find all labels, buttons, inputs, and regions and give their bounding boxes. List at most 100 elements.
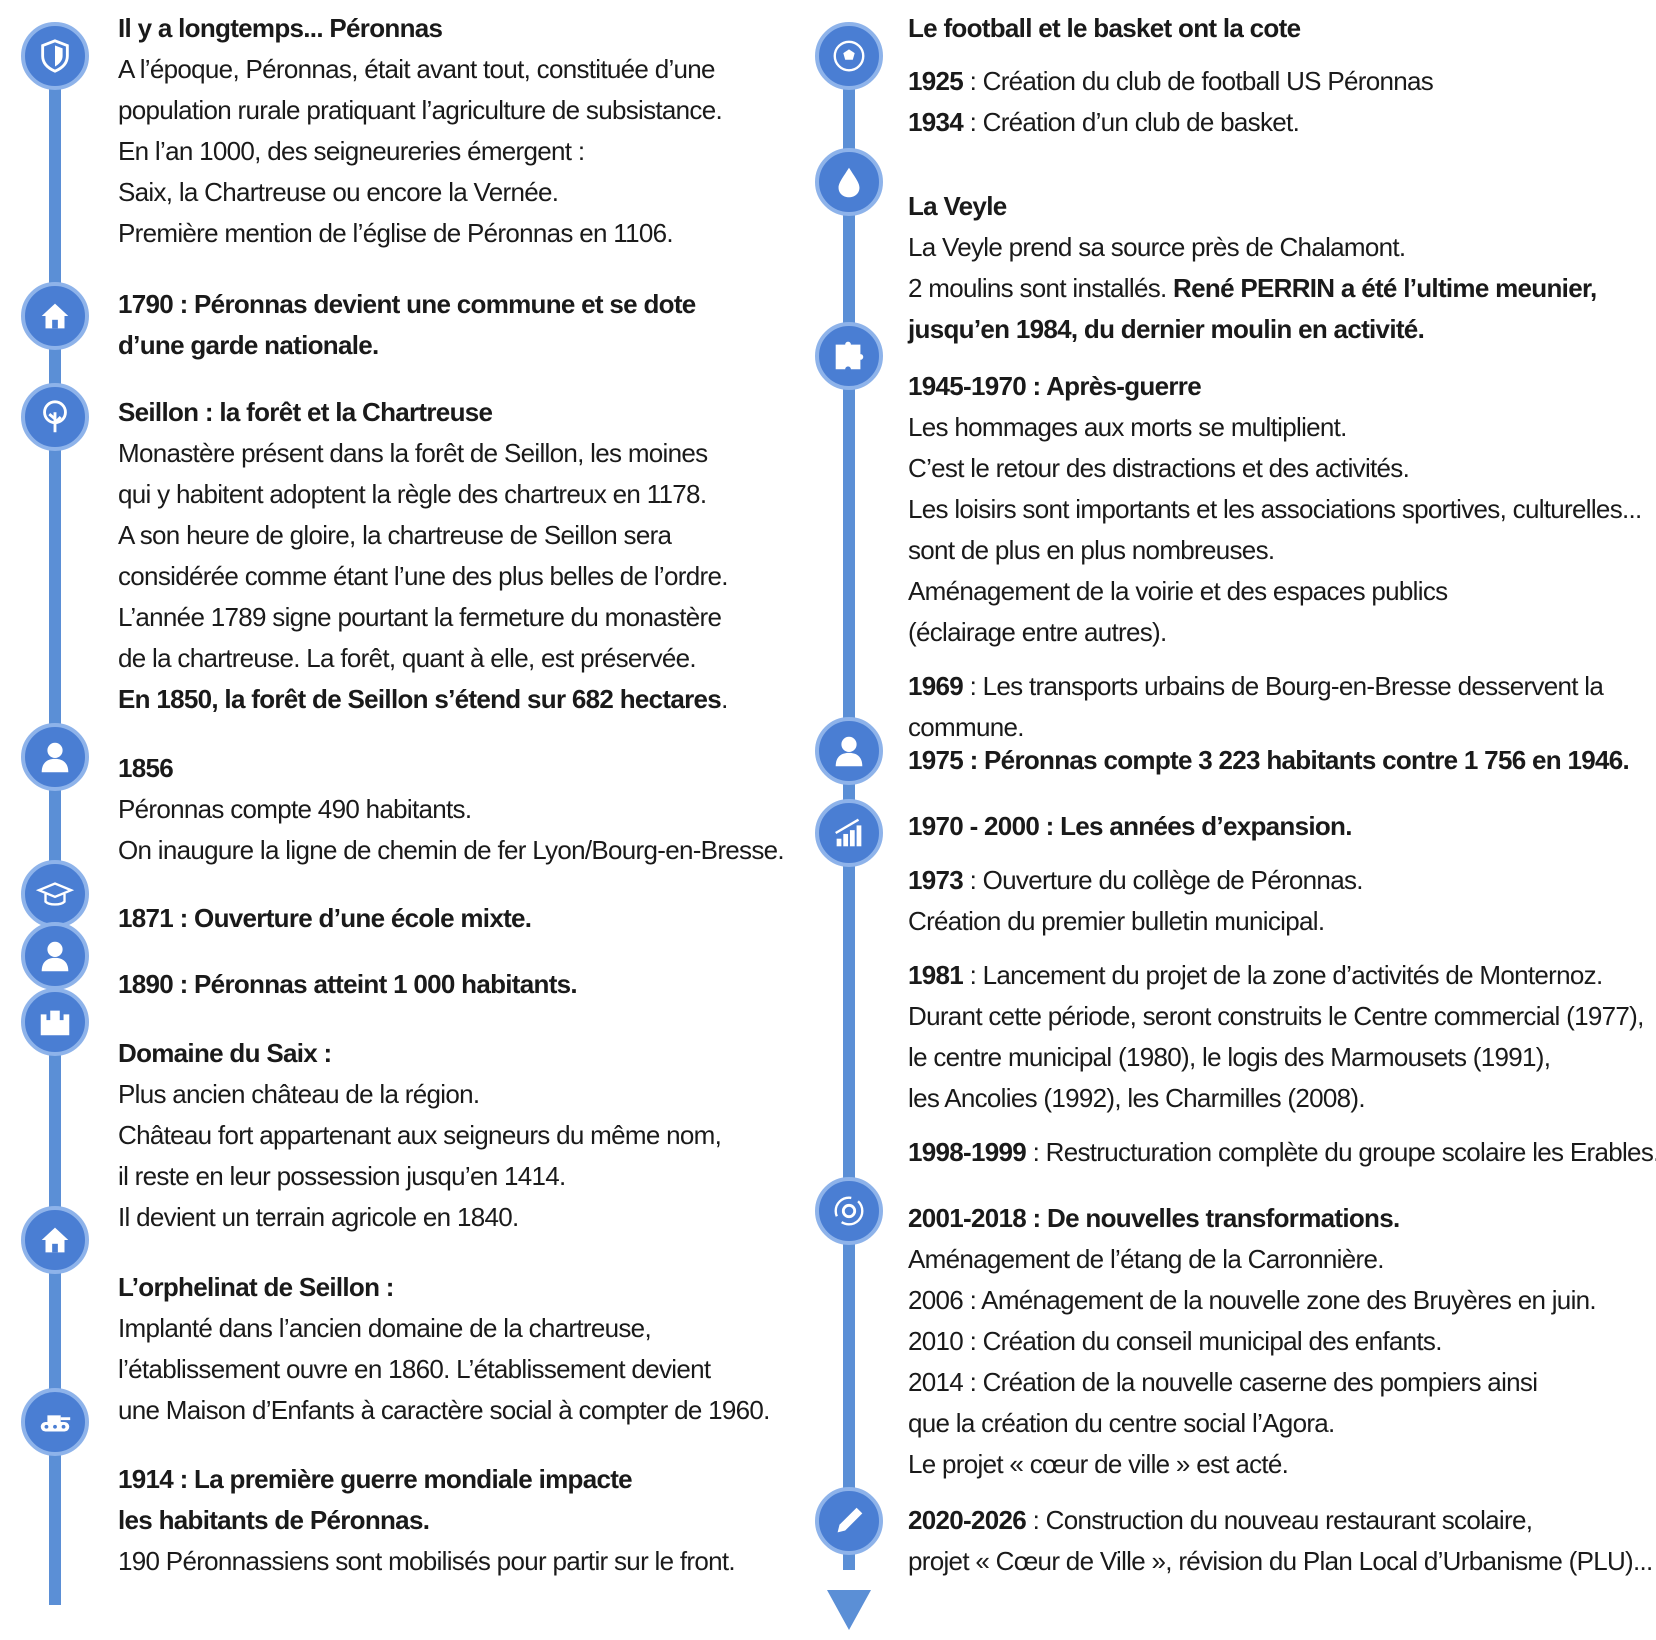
entry-text: La Veyle prend sa source près de Chalamo… xyxy=(908,232,1406,262)
entry-text-bold: En 1850, la forêt de Seillon s’étend sur… xyxy=(118,684,728,714)
entry-veyle: La Veyle La Veyle prend sa source près d… xyxy=(908,186,1597,350)
entry-text: que la création du centre social l’Agora… xyxy=(908,1408,1335,1438)
entry-title: d’une garde nationale. xyxy=(118,330,379,360)
castle-icon xyxy=(21,988,89,1056)
entry-text: Implanté dans l’ancien domaine de la cha… xyxy=(118,1313,652,1343)
entry-text: (éclairage entre autres). xyxy=(908,617,1167,647)
entry-seillon: Seillon : la forêt et la Chartreuse Mona… xyxy=(118,392,728,720)
entry-text: Première mention de l’église de Péronnas… xyxy=(118,218,674,248)
entry-text: Durant cette période, seront construits … xyxy=(908,1001,1644,1031)
entry-saix: Domaine du Saix : Plus ancien château de… xyxy=(118,1033,722,1238)
gear-cycle-icon xyxy=(815,1177,883,1245)
entry-1914: 1914 : La première guerre mondiale impac… xyxy=(118,1459,736,1582)
entry-title: 1970 - 2000 : Les années d’expansion. xyxy=(908,811,1352,841)
timeline-line-left xyxy=(49,40,61,1605)
water-drop-icon xyxy=(815,148,883,216)
entry-title: 1914 : La première guerre mondiale impac… xyxy=(118,1464,633,1494)
tank-icon xyxy=(21,1388,89,1456)
entry-text: il reste en leur possession jusqu’en 141… xyxy=(118,1161,566,1191)
entry-text: Création du premier bulletin municipal. xyxy=(908,906,1325,936)
entry-text: qui y habitent adoptent la règle des cha… xyxy=(118,479,707,509)
entry-orphelinat: L’orphelinat de Seillon : Implanté dans … xyxy=(118,1267,770,1431)
entry-title: 1890 : Péronnas atteint 1 000 habitants. xyxy=(118,969,578,999)
entry-text: Il devient un terrain agricole en 1840. xyxy=(118,1202,519,1232)
entry-text: Les hommages aux morts se multiplient. xyxy=(908,412,1347,442)
entry-title: Domaine du Saix : xyxy=(118,1038,332,1068)
entry-title: Il y a longtemps... Péronnas xyxy=(118,13,443,43)
entry-text: 1925 : Création du club de football US P… xyxy=(908,66,1434,96)
person-icon xyxy=(21,922,89,990)
entry-text: Aménagement de la voirie et des espaces … xyxy=(908,576,1448,606)
entry-apres-guerre: 1945-1970 : Après-guerre Les hommages au… xyxy=(908,366,1642,748)
entry-1871: 1871 : Ouverture d’une école mixte. xyxy=(118,898,532,939)
entry-text: l’établissement ouvre en 1860. L’établis… xyxy=(118,1354,711,1384)
entry-text: A l’époque, Péronnas, était avant tout, … xyxy=(118,54,716,84)
house-icon xyxy=(21,282,89,350)
entry-text: commune. xyxy=(908,712,1024,742)
growth-chart-icon xyxy=(815,799,883,867)
entry-text-bold: jusqu’en 1984, du dernier moulin en acti… xyxy=(908,314,1425,344)
entry-1890: 1890 : Péronnas atteint 1 000 habitants. xyxy=(118,964,578,1005)
entry-text: 1981 : Lancement du projet de la zone d’… xyxy=(908,960,1603,990)
entry-text: sont de plus en plus nombreuses. xyxy=(908,535,1275,565)
entry-longtemps: Il y a longtemps... Péronnas A l’époque,… xyxy=(118,8,723,254)
entry-text: 1973 : Ouverture du collège de Péronnas. xyxy=(908,865,1363,895)
entry-text: Saix, la Chartreuse ou encore la Vernée. xyxy=(118,177,559,207)
entry-title: 1856 xyxy=(118,753,174,783)
entry-text: 2006 : Aménagement de la nouvelle zone d… xyxy=(908,1285,1597,1315)
entry-title: Le football et le basket ont la cote xyxy=(908,13,1301,43)
entry-title: les habitants de Péronnas. xyxy=(118,1505,430,1535)
entry-title: 1975 : Péronnas compte 3 223 habitants c… xyxy=(908,745,1630,775)
shield-icon xyxy=(21,22,89,90)
entry-title: 1945-1970 : Après-guerre xyxy=(908,371,1202,401)
entry-text: 1934 : Création d’un club de basket. xyxy=(908,107,1300,137)
entry-title: 1790 : Péronnas devient une commune et s… xyxy=(118,289,696,319)
entry-text: 2014 : Création de la nouvelle caserne d… xyxy=(908,1367,1538,1397)
entry-text: 2010 : Création du conseil municipal des… xyxy=(908,1326,1442,1356)
entry-text: En l’an 1000, des seigneureries émergent… xyxy=(118,136,585,166)
entry-title: La Veyle xyxy=(908,191,1007,221)
person-icon xyxy=(21,723,89,791)
entry-text: Plus ancien château de la région. xyxy=(118,1079,480,1109)
entry-title: 2001-2018 : De nouvelles transformations… xyxy=(908,1203,1400,1233)
entry-text: 1969 : Les transports urbains de Bourg-e… xyxy=(908,671,1604,701)
entry-text: population rurale pratiquant l’agricultu… xyxy=(118,95,723,125)
football-icon xyxy=(815,22,883,90)
entry-text: On inaugure la ligne de chemin de fer Ly… xyxy=(118,835,785,865)
house-icon xyxy=(21,1206,89,1274)
entry-title: L’orphelinat de Seillon : xyxy=(118,1272,394,1302)
entry-expansion: 1970 - 2000 : Les années d’expansion. 19… xyxy=(908,806,1656,1173)
entry-text: 2 moulins sont installés. René PERRIN a … xyxy=(908,273,1597,303)
entry-text: C’est le retour des distractions et des … xyxy=(908,453,1410,483)
entry-text: L’année 1789 signe pourtant la fermeture… xyxy=(118,602,722,632)
entry-sport: Le football et le basket ont la cote 192… xyxy=(908,8,1434,143)
timeline-arrow-icon xyxy=(827,1590,871,1630)
graduation-cap-icon xyxy=(21,860,89,928)
entry-text: 2020-2026 : Construction du nouveau rest… xyxy=(908,1505,1533,1535)
entry-1975: 1975 : Péronnas compte 3 223 habitants c… xyxy=(908,740,1630,781)
person-icon xyxy=(815,717,883,785)
entry-text: de la chartreuse. La forêt, quant à elle… xyxy=(118,643,697,673)
entry-text: projet « Cœur de Ville », révision du Pl… xyxy=(908,1546,1653,1576)
entry-text: une Maison d’Enfants à caractère social … xyxy=(118,1395,770,1425)
entry-title: Seillon : la forêt et la Chartreuse xyxy=(118,397,493,427)
entry-text: considérée comme étant l’une des plus be… xyxy=(118,561,728,591)
entry-2020: 2020-2026 : Construction du nouveau rest… xyxy=(908,1500,1653,1582)
entry-text: 190 Péronnassiens sont mobilisés pour pa… xyxy=(118,1546,736,1576)
entry-text: Les loisirs sont importants et les assoc… xyxy=(908,494,1642,524)
entry-1856: 1856 Péronnas compte 490 habitants. On i… xyxy=(118,748,785,871)
entry-title: 1871 : Ouverture d’une école mixte. xyxy=(118,903,532,933)
entry-text: Le projet « cœur de ville » est acté. xyxy=(908,1449,1289,1479)
entry-1790: 1790 : Péronnas devient une commune et s… xyxy=(118,284,696,366)
entry-transformations: 2001-2018 : De nouvelles transformations… xyxy=(908,1198,1597,1485)
puzzle-icon xyxy=(815,322,883,390)
entry-text: les Ancolies (1992), les Charmilles (200… xyxy=(908,1083,1366,1113)
tree-icon xyxy=(21,383,89,451)
entry-text: Aménagement de l’étang de la Carronnière… xyxy=(908,1244,1384,1274)
entry-text: Monastère présent dans la forêt de Seill… xyxy=(118,438,708,468)
entry-text: Péronnas compte 490 habitants. xyxy=(118,794,472,824)
entry-text: le centre municipal (1980), le logis des… xyxy=(908,1042,1551,1072)
entry-text: 1998-1999 : Restructuration complète du … xyxy=(908,1137,1656,1167)
entry-text: A son heure de gloire, la chartreuse de … xyxy=(118,520,672,550)
entry-text: Château fort appartenant aux seigneurs d… xyxy=(118,1120,722,1150)
